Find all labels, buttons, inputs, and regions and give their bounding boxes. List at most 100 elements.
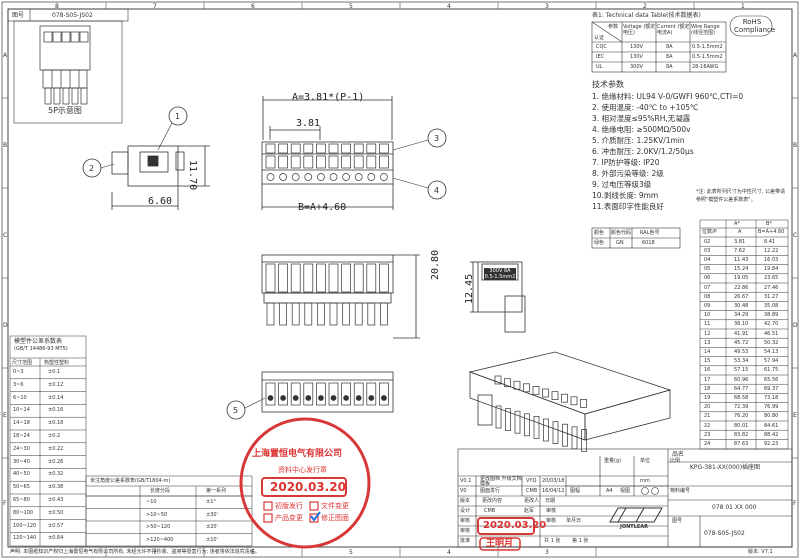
dims-cell: 23.65 xyxy=(764,275,779,282)
dims-cell: 10 xyxy=(704,312,711,319)
dims-cell: 17 xyxy=(704,376,711,383)
dims-cell: 14 xyxy=(704,348,711,355)
tolerance-cell: 65~80 xyxy=(13,497,30,503)
dims-cell: 02 xyxy=(704,238,711,245)
dim-height-3: 12.45 xyxy=(464,273,475,304)
dim-height-1: 11.70 xyxy=(187,160,198,191)
dims-cell: 19.05 xyxy=(734,275,749,282)
dims-cell: 83.82 xyxy=(734,431,749,438)
balloon-2: 2 xyxy=(89,164,95,173)
approval-stamp-name: 王明月 xyxy=(486,539,514,549)
dims-cell: 69.37 xyxy=(764,385,779,392)
dims-cell: 20 xyxy=(704,404,711,411)
dims-cell: 61.75 xyxy=(764,367,779,374)
tolerance-cell: ±0.57 xyxy=(48,522,64,529)
tolerance-note: *注: 此表所列尺寸为中性尺寸, 公差带请参照"模塑件公差系数表"。 xyxy=(696,189,785,203)
tolerance-cell: ±0.50 xyxy=(48,509,64,516)
tolerance-cell: 40~50 xyxy=(13,471,30,478)
stamp-option-drawing-fix: 修正图面 xyxy=(321,514,349,522)
dims-cell: 53.34 xyxy=(734,358,749,365)
topleft-label: 图号 xyxy=(12,12,25,19)
dims-cell: 3.81 xyxy=(734,238,746,245)
tolerance-cell: ±0.1 xyxy=(48,369,61,375)
balloon-1: 1 xyxy=(175,112,181,121)
tolerance-cell: 0~3 xyxy=(13,369,24,375)
dims-cell: 7.62 xyxy=(734,247,746,254)
dims-cell: 35.08 xyxy=(764,302,779,309)
dims-cell: 87.63 xyxy=(734,440,749,447)
dims-cell: 06 xyxy=(704,275,711,282)
dims-cell: 38.10 xyxy=(734,321,749,328)
angle-tolerance-cell: >120~400 xyxy=(146,536,174,543)
dims-cell: 11.43 xyxy=(734,256,749,263)
stamp-option-file-change: 文件变更 xyxy=(321,502,349,510)
dims-cell: 12.22 xyxy=(764,247,779,254)
dim-length-1: 6.60 xyxy=(148,196,173,207)
angle-tolerance-cell: ±30' xyxy=(206,511,218,518)
dims-cell: 03 xyxy=(704,247,711,254)
dims-cell: 16 xyxy=(704,367,711,374)
dims-cell: 23 xyxy=(704,431,711,438)
dims-cell: 42.70 xyxy=(764,321,779,328)
dims-cell: 15.24 xyxy=(734,266,749,273)
dims-cell: 84.61 xyxy=(764,422,779,429)
topleft-drawing-number: 078-S05-JS02 xyxy=(52,12,93,19)
tech-table-title: 表1: Technical data Table(技术数据表) xyxy=(592,12,701,19)
dims-cell: 13 xyxy=(704,339,711,346)
dims-cell: 49.53 xyxy=(734,348,749,355)
tolerance-cell: ±0.2 xyxy=(48,433,61,439)
dims-cell: 57.94 xyxy=(764,358,779,365)
dims-cell: 27.46 xyxy=(764,284,779,291)
dims-cell: 19 xyxy=(704,394,711,401)
template-version: 版本: V7.1 xyxy=(748,549,773,555)
dims-cell: 24 xyxy=(704,440,711,447)
angle-tolerance-cell: ±20' xyxy=(206,524,218,530)
dims-cell: 04 xyxy=(704,256,711,263)
tolerance-cell: ±0.18 xyxy=(48,420,64,427)
dims-cell: 8.41 xyxy=(764,238,776,245)
tolerance-cell: ±0.12 xyxy=(48,381,64,388)
dims-cell: 12 xyxy=(704,330,711,337)
tolerance-cell: ±0.38 xyxy=(48,484,64,491)
dims-cell: 50.32 xyxy=(764,339,779,346)
dim-pitch-formula: A=3.81*(P-1) xyxy=(292,92,365,103)
dims-cell: 38.89 xyxy=(764,312,779,319)
preview-caption: 5P示意图 xyxy=(48,106,82,115)
dims-cell: 07 xyxy=(704,284,711,291)
balloon-4: 4 xyxy=(434,186,440,195)
tolerance-cell: ±0.64 xyxy=(48,535,64,542)
stamp-option-initial: 初版发行 xyxy=(275,502,303,510)
tolerance-cell: 30~40 xyxy=(13,458,30,465)
tolerance-cell: 100~120 xyxy=(13,522,37,529)
dims-cell: 18 xyxy=(704,385,711,392)
dims-cell: 08 xyxy=(704,293,711,300)
stamp-dept: 资料中心发行章 xyxy=(278,466,327,474)
stamp-option-product-change: 产品变更 xyxy=(275,514,303,522)
dims-cell: 54.13 xyxy=(764,348,779,355)
dims-cell: 72.39 xyxy=(734,404,749,411)
product-name: KPG-381-XX(000)插座图 xyxy=(690,464,761,471)
dims-cell: 09 xyxy=(704,302,711,309)
dims-cell: 19.84 xyxy=(764,266,779,273)
dims-cell: 64.77 xyxy=(734,385,749,392)
angle-tolerance-cell: ~10 xyxy=(146,499,157,505)
tolerance-cell: 10~14 xyxy=(13,407,30,414)
dims-cell: 34.29 xyxy=(734,312,749,319)
angle-tolerance-cell: ±1° xyxy=(206,499,216,505)
dims-cell: 65.56 xyxy=(764,376,779,383)
dims-cell: 41.91 xyxy=(734,330,749,337)
dims-cell: 76.99 xyxy=(764,404,779,411)
dims-cell: 21 xyxy=(704,413,711,420)
tolerance-cell: 120~140 xyxy=(13,535,37,542)
dims-cell: 11 xyxy=(704,321,711,328)
dims-cell: 45.72 xyxy=(734,339,749,346)
tolerance-cell: 18~24 xyxy=(13,433,30,439)
approval-stamp-date: 2020.03.20 xyxy=(483,520,547,531)
dims-cell: 05 xyxy=(704,266,711,273)
dims-cell: 73.18 xyxy=(764,394,779,401)
balloon-5: 5 xyxy=(233,406,239,415)
dims-cell: 26.67 xyxy=(734,293,749,300)
dims-cell: 30.48 xyxy=(734,302,749,309)
dims-cell: 57.15 xyxy=(734,367,749,374)
